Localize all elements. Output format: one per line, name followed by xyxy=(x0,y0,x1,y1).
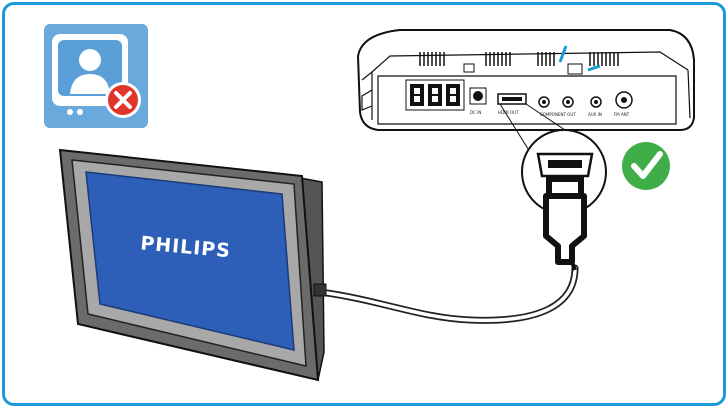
check-circle-icon xyxy=(622,142,670,190)
hdmi-plug-zoom xyxy=(521,129,607,215)
aux-in-port: AUX IN xyxy=(588,96,602,117)
svg-text:COMPONENT OUT: COMPONENT OUT xyxy=(540,112,576,117)
tv-screen xyxy=(85,171,295,351)
media-player: DC IN HDMI OUT COMPONENT OUT AUX IN FM A… xyxy=(356,29,695,131)
fm-ant-port: FM ANT xyxy=(614,91,633,117)
hdmi-out-port: HDMI OUT xyxy=(497,93,527,115)
tv: PHILIPS xyxy=(58,148,327,382)
svg-text:FM ANT: FM ANT xyxy=(614,112,630,117)
component-out-ports: COMPONENT OUT xyxy=(538,96,576,117)
svg-text:DC IN: DC IN xyxy=(470,110,481,115)
tv-user-x-icon xyxy=(44,24,148,128)
svg-text:HDMI OUT: HDMI OUT xyxy=(498,110,519,115)
dc-in-port: DC IN xyxy=(469,87,487,115)
svg-text:AUX IN: AUX IN xyxy=(588,112,602,117)
hdmi-connector xyxy=(543,193,587,271)
